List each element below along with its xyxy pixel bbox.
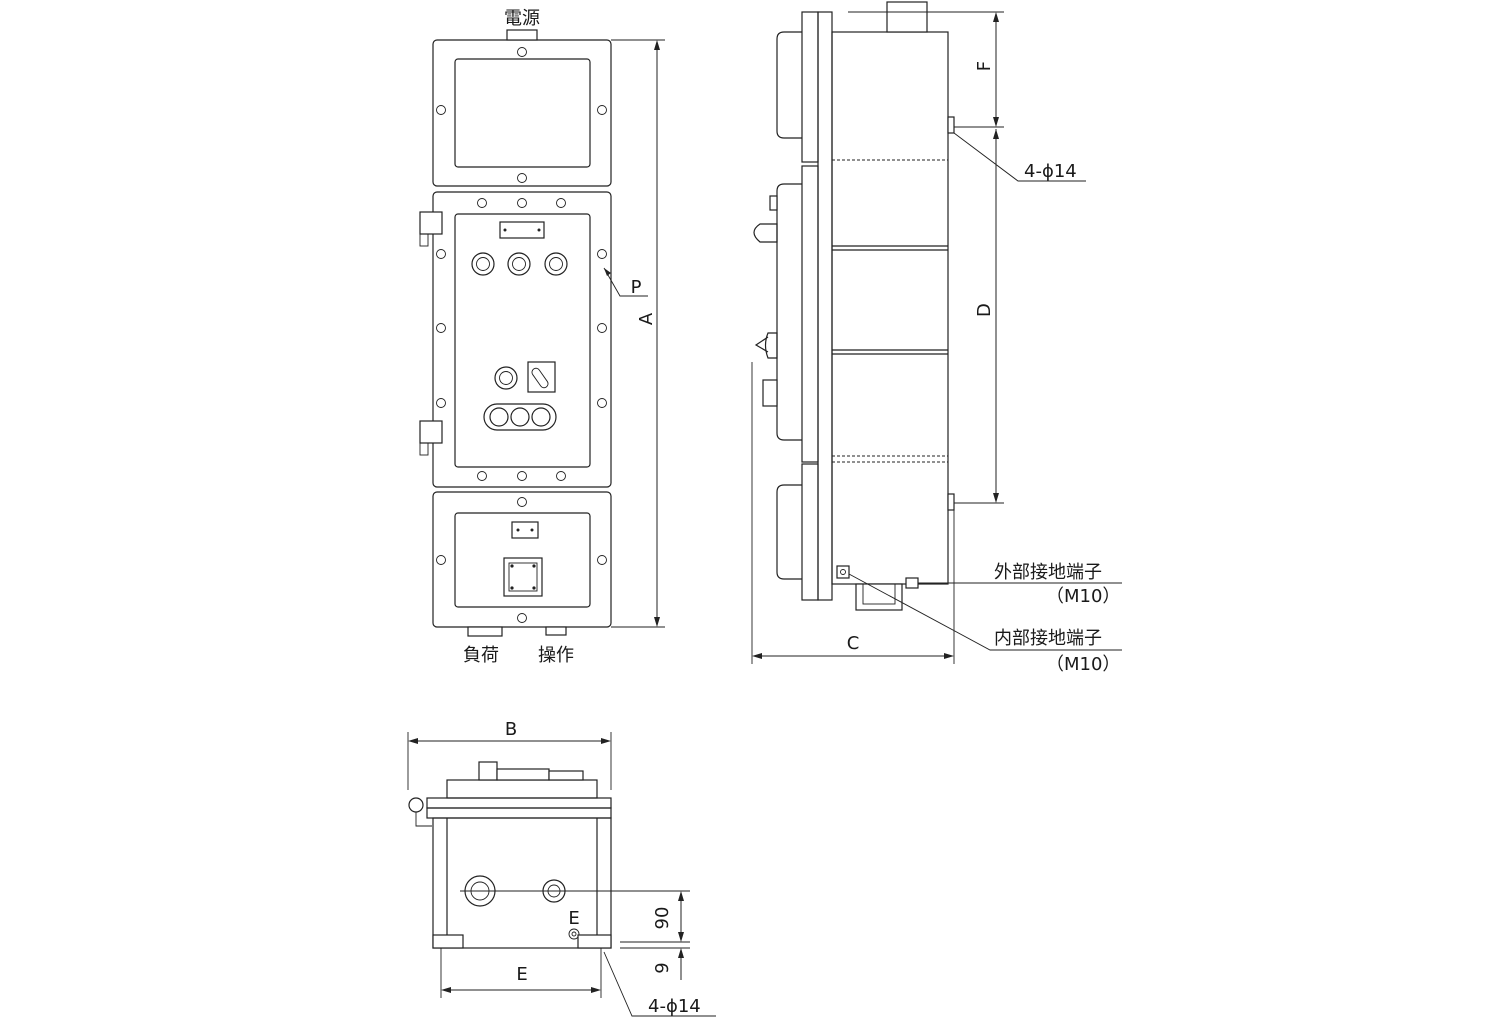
top-window-bulge bbox=[776, 31, 802, 139]
ext-ground-size: （M10） bbox=[1046, 586, 1120, 607]
side-holes-label: 4-ϕ14 bbox=[1024, 161, 1077, 182]
lamp-icon bbox=[494, 366, 518, 390]
bottom-body bbox=[432, 817, 612, 949]
lamp-icon bbox=[544, 252, 568, 276]
power-gland bbox=[506, 29, 538, 41]
bottom-flange-2 bbox=[426, 807, 612, 819]
mounting-lug-bottom bbox=[947, 493, 955, 511]
front-top-window bbox=[454, 58, 591, 168]
front-bottom-window bbox=[454, 512, 591, 608]
ext-ground-label: 外部接地端子 bbox=[994, 562, 1102, 583]
ground-mark-label: E bbox=[568, 908, 579, 929]
side-cover-top bbox=[801, 11, 819, 163]
dim-p-label: P bbox=[631, 277, 642, 298]
lamp-icon bbox=[507, 252, 531, 276]
hinge-pin-icon bbox=[408, 797, 424, 813]
dim-e-label: E bbox=[516, 964, 527, 985]
front-bottom-panel bbox=[432, 491, 612, 628]
pushbutton-icon bbox=[489, 407, 509, 427]
selector-switch-icon bbox=[527, 361, 556, 393]
small-plate bbox=[511, 521, 539, 539]
bottom-flange-1 bbox=[426, 797, 612, 809]
load-gland bbox=[467, 626, 503, 637]
dim-d-label: D bbox=[974, 303, 995, 317]
power-label: 電源 bbox=[504, 8, 540, 29]
foot-right bbox=[577, 934, 612, 949]
dim-c-label: C bbox=[847, 633, 860, 654]
side-cover-bottom bbox=[801, 463, 819, 601]
foot-left bbox=[432, 934, 464, 949]
selector-side-icon bbox=[764, 332, 778, 359]
side-bottom-gland bbox=[855, 583, 903, 611]
bottom-holes-label: 4-ϕ14 bbox=[648, 996, 701, 1017]
side-flange bbox=[817, 11, 833, 601]
front-top-panel bbox=[432, 39, 612, 187]
front-middle-window bbox=[454, 213, 591, 468]
internal-ground-terminal bbox=[836, 565, 850, 579]
lamp-icon bbox=[471, 252, 495, 276]
dim-b-label: B bbox=[505, 719, 517, 740]
pushbutton-station bbox=[483, 403, 557, 431]
int-ground-label: 内部接地端子 bbox=[994, 628, 1102, 649]
side-cover-middle bbox=[801, 165, 819, 463]
side-body bbox=[831, 31, 949, 585]
hinge-lower bbox=[419, 420, 443, 444]
dim-90-label: 90 bbox=[652, 907, 673, 930]
front-view bbox=[419, 29, 665, 637]
pushbutton-icon bbox=[531, 407, 551, 427]
hinge-upper bbox=[419, 211, 443, 235]
meter-icon bbox=[503, 557, 543, 597]
load-label: 負荷 bbox=[463, 645, 499, 666]
mounting-lug-top bbox=[947, 116, 955, 134]
middle-window-bulge bbox=[776, 183, 802, 441]
side-power-gland bbox=[886, 1, 928, 33]
pushbutton-icon bbox=[510, 407, 530, 427]
bottom-window-bulge bbox=[776, 484, 802, 580]
front-middle-panel bbox=[432, 191, 612, 488]
lamp-side-icon bbox=[753, 223, 778, 243]
bottom-cover bbox=[446, 779, 598, 799]
int-ground-size: （M10） bbox=[1046, 654, 1120, 675]
ground-screw-icon bbox=[568, 928, 580, 940]
external-ground-terminal bbox=[905, 577, 919, 589]
nameplate bbox=[499, 221, 545, 239]
dim-f-label: F bbox=[974, 61, 995, 71]
dim-9-label: 9 bbox=[652, 962, 673, 973]
bottom-view bbox=[407, 732, 716, 1017]
operation-label: 操作 bbox=[538, 645, 574, 666]
dim-a-label: A bbox=[636, 312, 657, 325]
side-view bbox=[751, 1, 1122, 664]
operation-gland bbox=[545, 626, 567, 636]
